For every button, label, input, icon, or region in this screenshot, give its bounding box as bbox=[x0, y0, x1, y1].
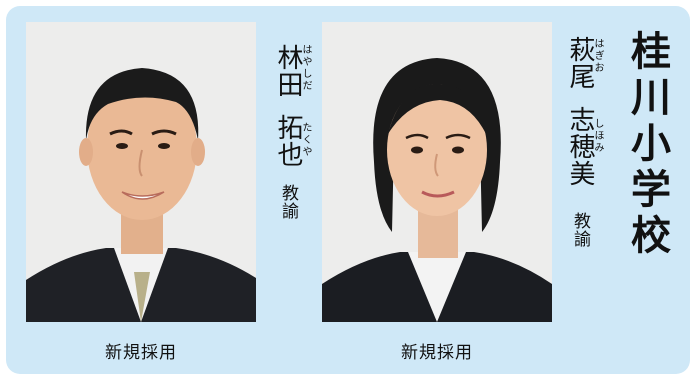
teacher2-given-name: 志穂美 bbox=[565, 106, 595, 187]
teacher1-given-name: 拓也 bbox=[273, 114, 303, 168]
teacher2-role: 教諭 bbox=[570, 212, 590, 248]
teacher-photo-hagio bbox=[322, 22, 552, 322]
caption-hagio: 新規採用 bbox=[401, 343, 473, 363]
portrait-man bbox=[26, 22, 256, 322]
teacher2-surname: 萩尾 bbox=[565, 36, 595, 90]
caption-hayashida: 新規採用 bbox=[105, 343, 177, 363]
teacher1-surname: 林田 bbox=[273, 44, 303, 98]
teacher1-surname-reading: はやしだ bbox=[300, 44, 311, 92]
school-name: 桂川小学校 bbox=[624, 30, 670, 260]
teacher2-surname-reading: はぎお bbox=[592, 38, 603, 74]
portrait-woman bbox=[322, 22, 552, 322]
teacher1-role: 教諭 bbox=[278, 184, 298, 220]
teacher2-given-reading: しほみ bbox=[592, 118, 603, 154]
teacher-photo-hayashida bbox=[26, 22, 256, 322]
teacher1-given-reading: たくや bbox=[300, 122, 311, 158]
